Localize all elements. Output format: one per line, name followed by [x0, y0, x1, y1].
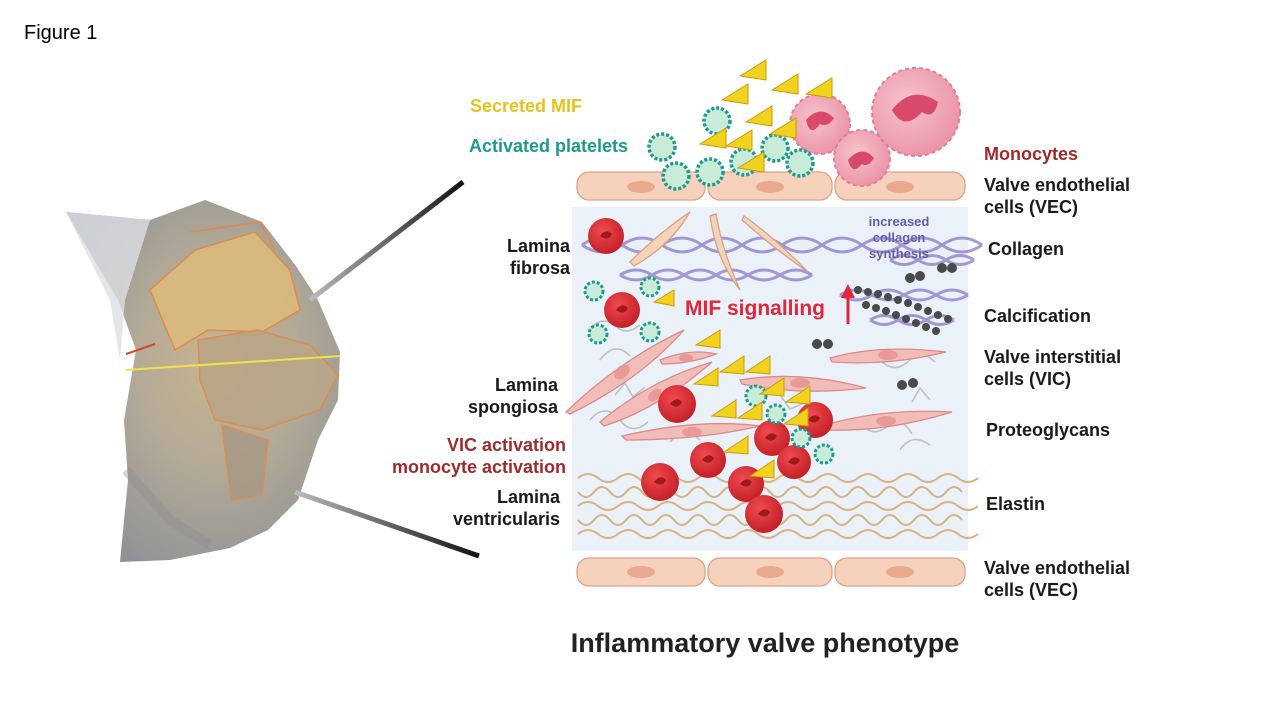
activation-label: VIC activation monocyte activation [360, 434, 566, 478]
collagen-synthesis-line1: increased collagen [868, 214, 930, 245]
lamina-ventricularis-line2: ventricularis [452, 509, 560, 529]
vec-bottom-label: Valve endothelial cells (VEC) [984, 557, 1130, 601]
top-endothelial-cells [576, 171, 966, 201]
bottom-endothelial-cells [576, 557, 966, 587]
tissue-mif [652, 289, 811, 479]
zoom-line-bottom [294, 489, 480, 559]
circulating-platelets [647, 106, 815, 191]
circulating-monocytes [789, 67, 961, 187]
collagen-synthesis-line2: synthesis [869, 246, 929, 261]
calcification-label: Calcification [984, 306, 1092, 326]
secreted-mif-label: Secreted MIF [470, 96, 583, 116]
increase-arrow [841, 284, 855, 324]
figure-title: Inflammatory valve phenotype [570, 628, 960, 658]
secreted-mif [698, 59, 833, 173]
lamina-ventricularis-line1: Lamina [496, 487, 560, 507]
lamina-fibrosa-label: Lamina fibrosa [440, 235, 570, 279]
elastin-label: Elastin [986, 494, 1046, 514]
monocyte-activation-label: monocyte activation [391, 457, 566, 477]
collagen-label: Collagen [988, 239, 1065, 259]
vec-top-line1: Valve endothelial [984, 175, 1131, 195]
vic-line2: cells (VIC) [984, 369, 1072, 389]
monocytes-label: Monocytes [984, 144, 1079, 164]
activated-platelets-label: Activated platelets [469, 136, 629, 156]
lamina-spongiosa-line1: Lamina [494, 375, 558, 395]
zoom-line-top [308, 180, 465, 302]
figure-label: Figure 1 [24, 22, 98, 44]
tissue-platelets [583, 276, 835, 465]
vec-top-label: Valve endothelial cells (VEC) [984, 174, 1130, 218]
vec-bottom-line2: cells (VEC) [984, 580, 1079, 600]
lamina-fibrosa-line1: Lamina [506, 236, 570, 256]
vic-line1: Valve interstitial [984, 347, 1122, 367]
proteoglycans-label: Proteoglycans [986, 420, 1111, 440]
valve-tissue-photo [66, 200, 341, 562]
collagen-synthesis-label: increased collagen synthesis [847, 214, 951, 262]
lamina-spongiosa-line2: spongiosa [467, 397, 558, 417]
interstitial-cell-nuclei [614, 350, 898, 437]
lamina-ventricularis-label: Lamina ventricularis [420, 486, 560, 530]
lamina-spongiosa-label: Lamina spongiosa [420, 374, 558, 418]
vic-activation-label: VIC activation [446, 435, 566, 455]
calcification-deposits [812, 263, 957, 390]
mif-signalling-label: MIF signalling [685, 297, 825, 320]
fibrosa-cells [629, 211, 809, 291]
vic-label: Valve interstitial cells (VIC) [984, 346, 1121, 390]
collagen-fibers [581, 236, 983, 326]
vec-top-line2: cells (VEC) [984, 197, 1079, 217]
lamina-fibrosa-line2: fibrosa [509, 258, 570, 278]
vec-bottom-line1: Valve endothelial [984, 558, 1131, 578]
